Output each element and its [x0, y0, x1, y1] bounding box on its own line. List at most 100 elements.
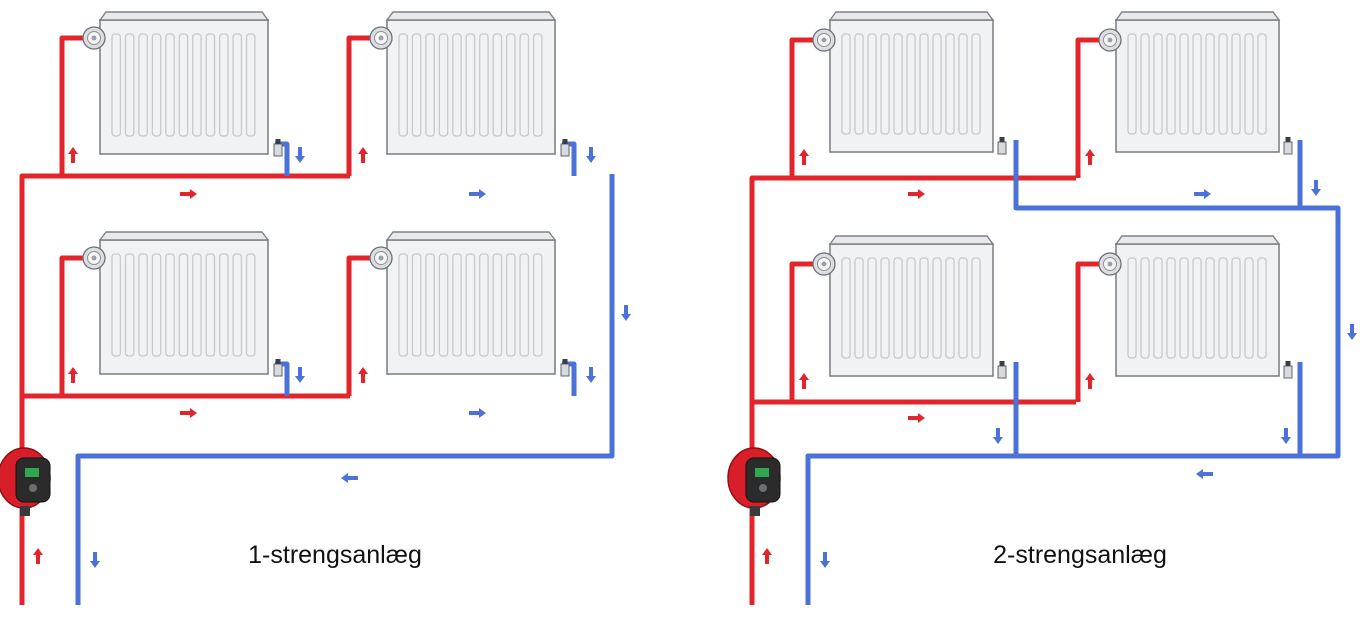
radiator-fin — [492, 33, 503, 137]
radiator-body — [99, 19, 269, 155]
radiator-icon — [828, 235, 995, 377]
radiator-fin — [1205, 33, 1215, 135]
return-main — [75, 174, 615, 605]
flow-arrow — [820, 552, 830, 568]
flow-arrow — [908, 189, 925, 199]
radiator-icon — [385, 11, 557, 155]
valve-center — [1107, 261, 1113, 267]
radiator-fin — [1192, 257, 1202, 359]
radiator-fin — [411, 253, 422, 357]
radiator-fin — [411, 33, 422, 137]
flow-arrow-icon — [90, 552, 100, 568]
flow-arrow-icon — [820, 552, 830, 568]
radiator-fin — [505, 253, 516, 357]
flow-arrow-icon — [1085, 373, 1095, 389]
radiator-fin — [425, 33, 435, 137]
flow-arrow — [799, 373, 809, 389]
radiator-fin — [1205, 257, 1215, 359]
radiator-supply-branch — [346, 35, 373, 176]
return-valve-icon — [1283, 137, 1293, 155]
radiator-fin — [1127, 33, 1137, 135]
flow-arrow — [295, 147, 305, 163]
radiator-fin — [479, 33, 489, 137]
valve-center — [1107, 37, 1113, 43]
thermostat-valve-icon — [1098, 252, 1122, 276]
radiator-body — [99, 239, 269, 375]
flow-arrow — [586, 147, 596, 163]
radiator-fin — [1166, 33, 1176, 135]
radiator-fin — [1218, 257, 1228, 359]
radiator-fin — [971, 33, 981, 135]
radiator-fin — [841, 33, 851, 135]
radiator-fin — [958, 257, 968, 359]
pump-drain — [750, 506, 760, 516]
return-main — [805, 140, 1341, 605]
flow-arrow-icon — [1311, 180, 1321, 196]
flow-arrow — [180, 408, 197, 418]
flow-arrow — [1194, 189, 1211, 199]
flow-arrow-icon — [295, 367, 305, 383]
pump-drain — [20, 506, 30, 516]
radiator-icon — [98, 11, 270, 155]
radiator-supply-branch — [59, 35, 86, 176]
radiator-fin — [906, 33, 916, 135]
one-pipe-system-diagram: 1-strengsanlæg — [0, 11, 631, 605]
flow-arrow-icon — [469, 189, 486, 199]
radiator-fin — [398, 33, 408, 137]
flow-arrow-group — [762, 149, 1357, 568]
flow-arrow — [68, 147, 78, 163]
flow-arrow — [358, 147, 368, 163]
flow-arrow-icon — [180, 408, 197, 418]
flow-arrow — [180, 189, 197, 199]
flow-arrow — [621, 305, 631, 321]
radiator-fin — [452, 253, 462, 357]
radiator-fin — [245, 253, 256, 357]
radiator-top — [98, 231, 270, 241]
flow-arrow — [358, 367, 368, 383]
radiator-fin — [111, 253, 121, 357]
flow-arrow-icon — [33, 548, 43, 564]
radiator-fin — [1179, 33, 1189, 135]
radiator-fin — [893, 257, 903, 359]
valve-center — [821, 261, 827, 267]
valve-center — [91, 255, 97, 261]
radiator-fin — [532, 33, 543, 137]
flow-arrow — [993, 428, 1003, 444]
radiator-body — [386, 239, 556, 375]
valve-body — [997, 141, 1007, 155]
thermostat-valve-icon — [1098, 28, 1122, 52]
flow-arrow-icon — [68, 147, 78, 163]
radiator-fin — [151, 253, 162, 357]
radiator-fin — [893, 33, 903, 135]
radiator-fin — [398, 253, 408, 357]
radiator-fin — [192, 253, 202, 357]
flow-arrow — [1311, 180, 1321, 196]
flow-arrow-icon — [341, 473, 358, 483]
circulation-pump-icon — [0, 447, 51, 516]
radiator-fin — [880, 33, 890, 135]
valve-stem — [999, 137, 1005, 142]
radiator-fin — [519, 253, 530, 357]
radiator-fin — [919, 33, 929, 135]
flow-arrow-icon — [180, 189, 197, 199]
pump-control-face — [745, 457, 781, 503]
flow-arrow-icon — [586, 147, 596, 163]
radiator-top — [828, 11, 995, 21]
radiator-fin — [1166, 257, 1176, 359]
pump-display — [755, 468, 769, 477]
radiator-fin — [192, 33, 202, 137]
flow-arrow-icon — [1194, 189, 1211, 199]
radiator-fin — [124, 33, 135, 137]
flow-arrow-icon — [358, 147, 368, 163]
radiator-top — [1114, 235, 1281, 245]
radiator-fin — [1140, 257, 1150, 359]
flow-arrow — [33, 548, 43, 564]
valve-stem — [562, 139, 568, 144]
two-pipe-system-diagram: 2-strengsanlæg — [727, 11, 1357, 605]
radiator-fin — [438, 253, 449, 357]
valve-center — [91, 35, 97, 41]
flow-arrow — [1085, 149, 1095, 165]
pipe-network — [19, 35, 615, 605]
flow-arrow-icon — [993, 428, 1003, 444]
